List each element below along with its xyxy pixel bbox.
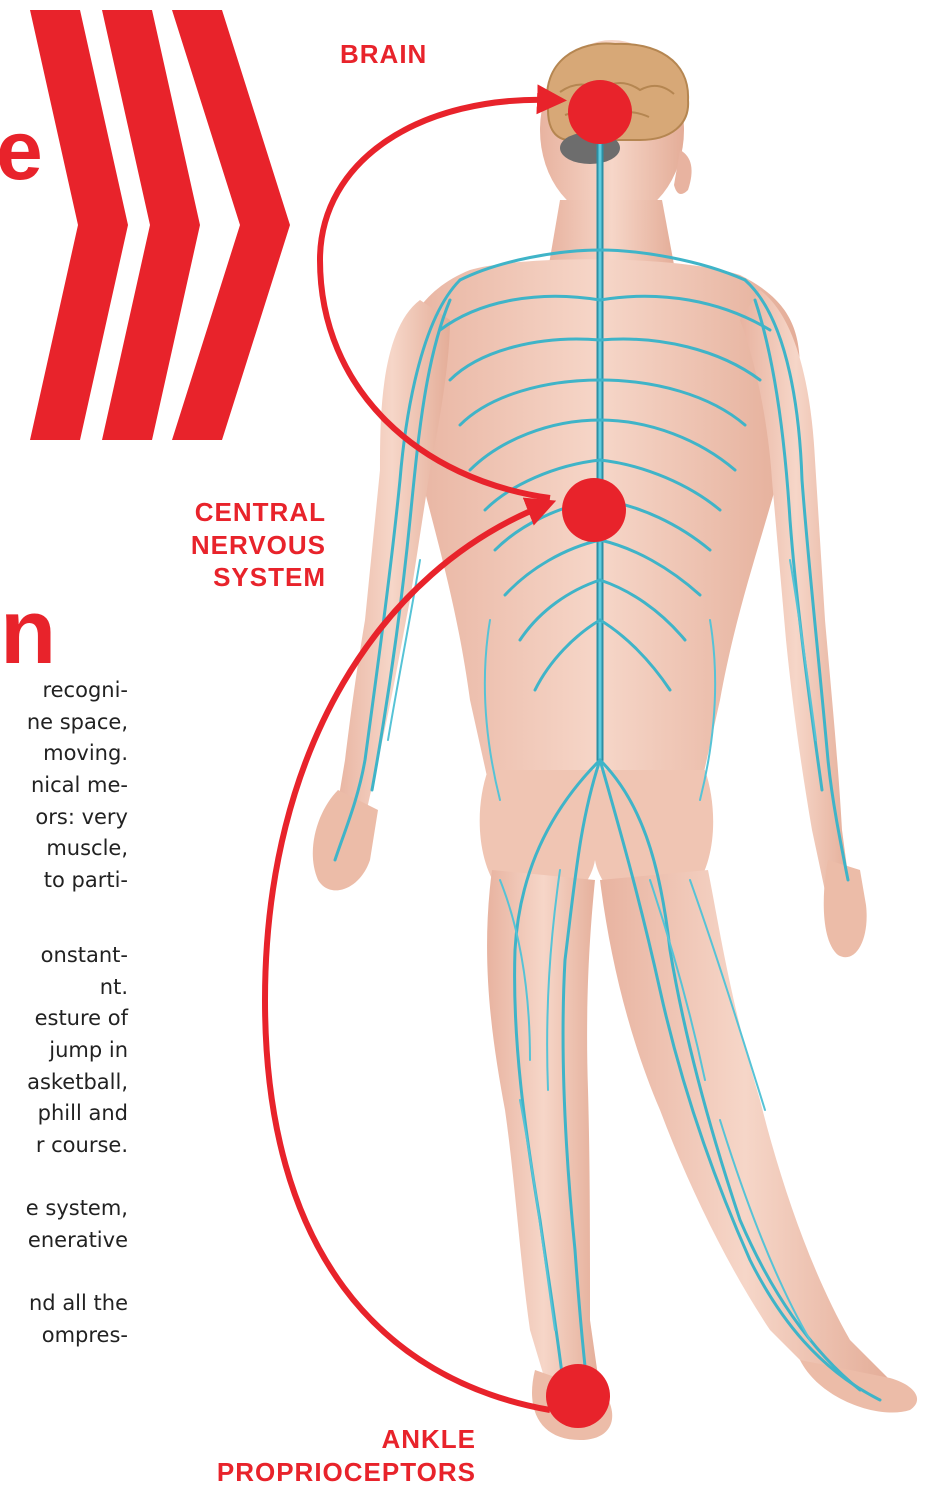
- label-ankle-line: PROPRIOCEPTORS: [217, 1456, 476, 1488]
- left-leg: [487, 870, 600, 1411]
- body-line: moving.: [43, 743, 128, 764]
- brain-marker: [568, 80, 632, 144]
- body-line: r course.: [36, 1135, 128, 1156]
- right-hand: [824, 860, 867, 957]
- heading-fragment-bottom: n: [0, 586, 56, 678]
- body-line: asketball,: [27, 1072, 128, 1093]
- label-cns-line: SYSTEM: [191, 561, 326, 594]
- body-line: nt.: [100, 977, 128, 998]
- body-line: jump in: [49, 1040, 128, 1061]
- label-cns-line: NERVOUS: [191, 529, 326, 562]
- neck: [548, 200, 675, 270]
- body-line: nical me-: [31, 775, 128, 796]
- body-line: to parti-: [44, 870, 128, 891]
- label-cns-line: CENTRAL: [191, 496, 326, 529]
- body-line: e system,: [26, 1198, 128, 1219]
- body-line: enerative: [28, 1230, 128, 1251]
- chevron-arrows-icon: [30, 10, 290, 440]
- cns-marker: [562, 478, 626, 542]
- label-central-nervous-system: CENTRAL NERVOUS SYSTEM: [191, 496, 326, 594]
- ankle-marker: [546, 1364, 610, 1428]
- label-ankle-line: ANKLE: [217, 1423, 476, 1456]
- body-line: nd all the: [29, 1293, 128, 1314]
- body-line: phill and: [38, 1103, 128, 1124]
- body-line: ors: very: [35, 807, 128, 828]
- body-line: ne space,: [27, 712, 128, 733]
- body-line: recogni-: [42, 680, 128, 701]
- body-line: ompres-: [42, 1325, 128, 1346]
- body-line: muscle,: [46, 838, 128, 859]
- chevron-1-icon: [30, 10, 128, 440]
- label-brain: BRAIN: [340, 38, 427, 71]
- heading-fragment-top: e: [0, 108, 43, 192]
- body-line: onstant-: [41, 945, 128, 966]
- left-hand: [313, 790, 378, 890]
- label-ankle-proprioceptors: ANKLE PROPRIOCEPTORS: [217, 1423, 476, 1488]
- body-line: esture of: [35, 1008, 128, 1029]
